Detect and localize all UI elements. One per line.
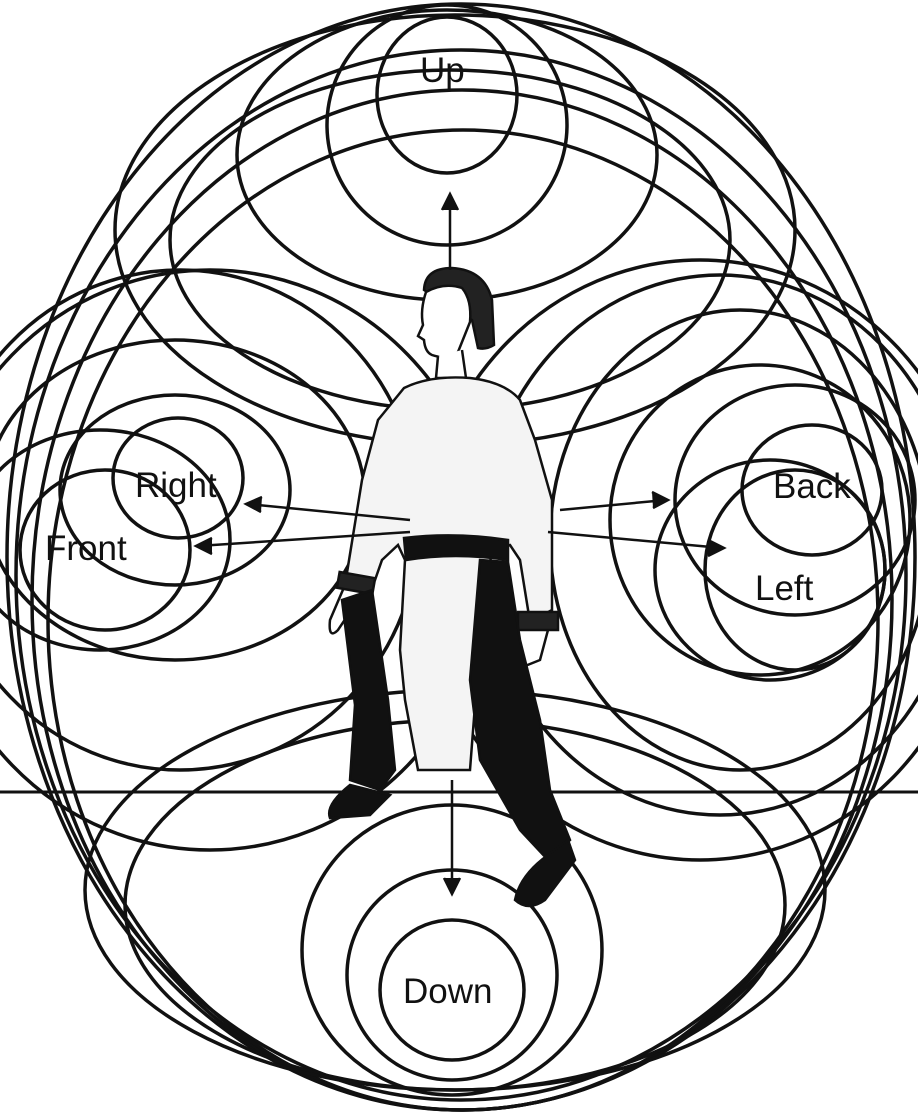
figure-belt: [402, 534, 510, 562]
figure-robe: [343, 376, 554, 772]
right-arrow: [247, 502, 411, 522]
figure-trousers: [340, 588, 397, 792]
label-front: Front: [45, 529, 127, 568]
label-down: Down: [403, 972, 492, 1011]
left-arrowhead: [707, 538, 727, 558]
label-back: Back: [773, 467, 851, 506]
figure-face: [416, 284, 472, 359]
figure-cuff-left: [335, 570, 377, 596]
figure-foot-left: [327, 783, 393, 820]
left-arrow: [547, 530, 723, 550]
back-arrow: [559, 498, 667, 512]
back-arrowhead: [651, 490, 671, 510]
figure-leg-right: [468, 558, 572, 862]
figure-foot-right: [513, 837, 577, 908]
figure-cuff-right: [516, 610, 560, 632]
front-arrow: [197, 530, 411, 548]
label-left: Left: [755, 569, 814, 608]
front-arrowhead: [193, 536, 213, 556]
label-up: Up: [420, 51, 465, 90]
label-right: Right: [135, 466, 217, 505]
standing-figure: [327, 266, 577, 908]
right-arrowhead: [243, 495, 263, 514]
direction-arrows: [193, 191, 727, 897]
up-arrowhead: [440, 191, 460, 211]
down-arrowhead: [442, 877, 462, 897]
